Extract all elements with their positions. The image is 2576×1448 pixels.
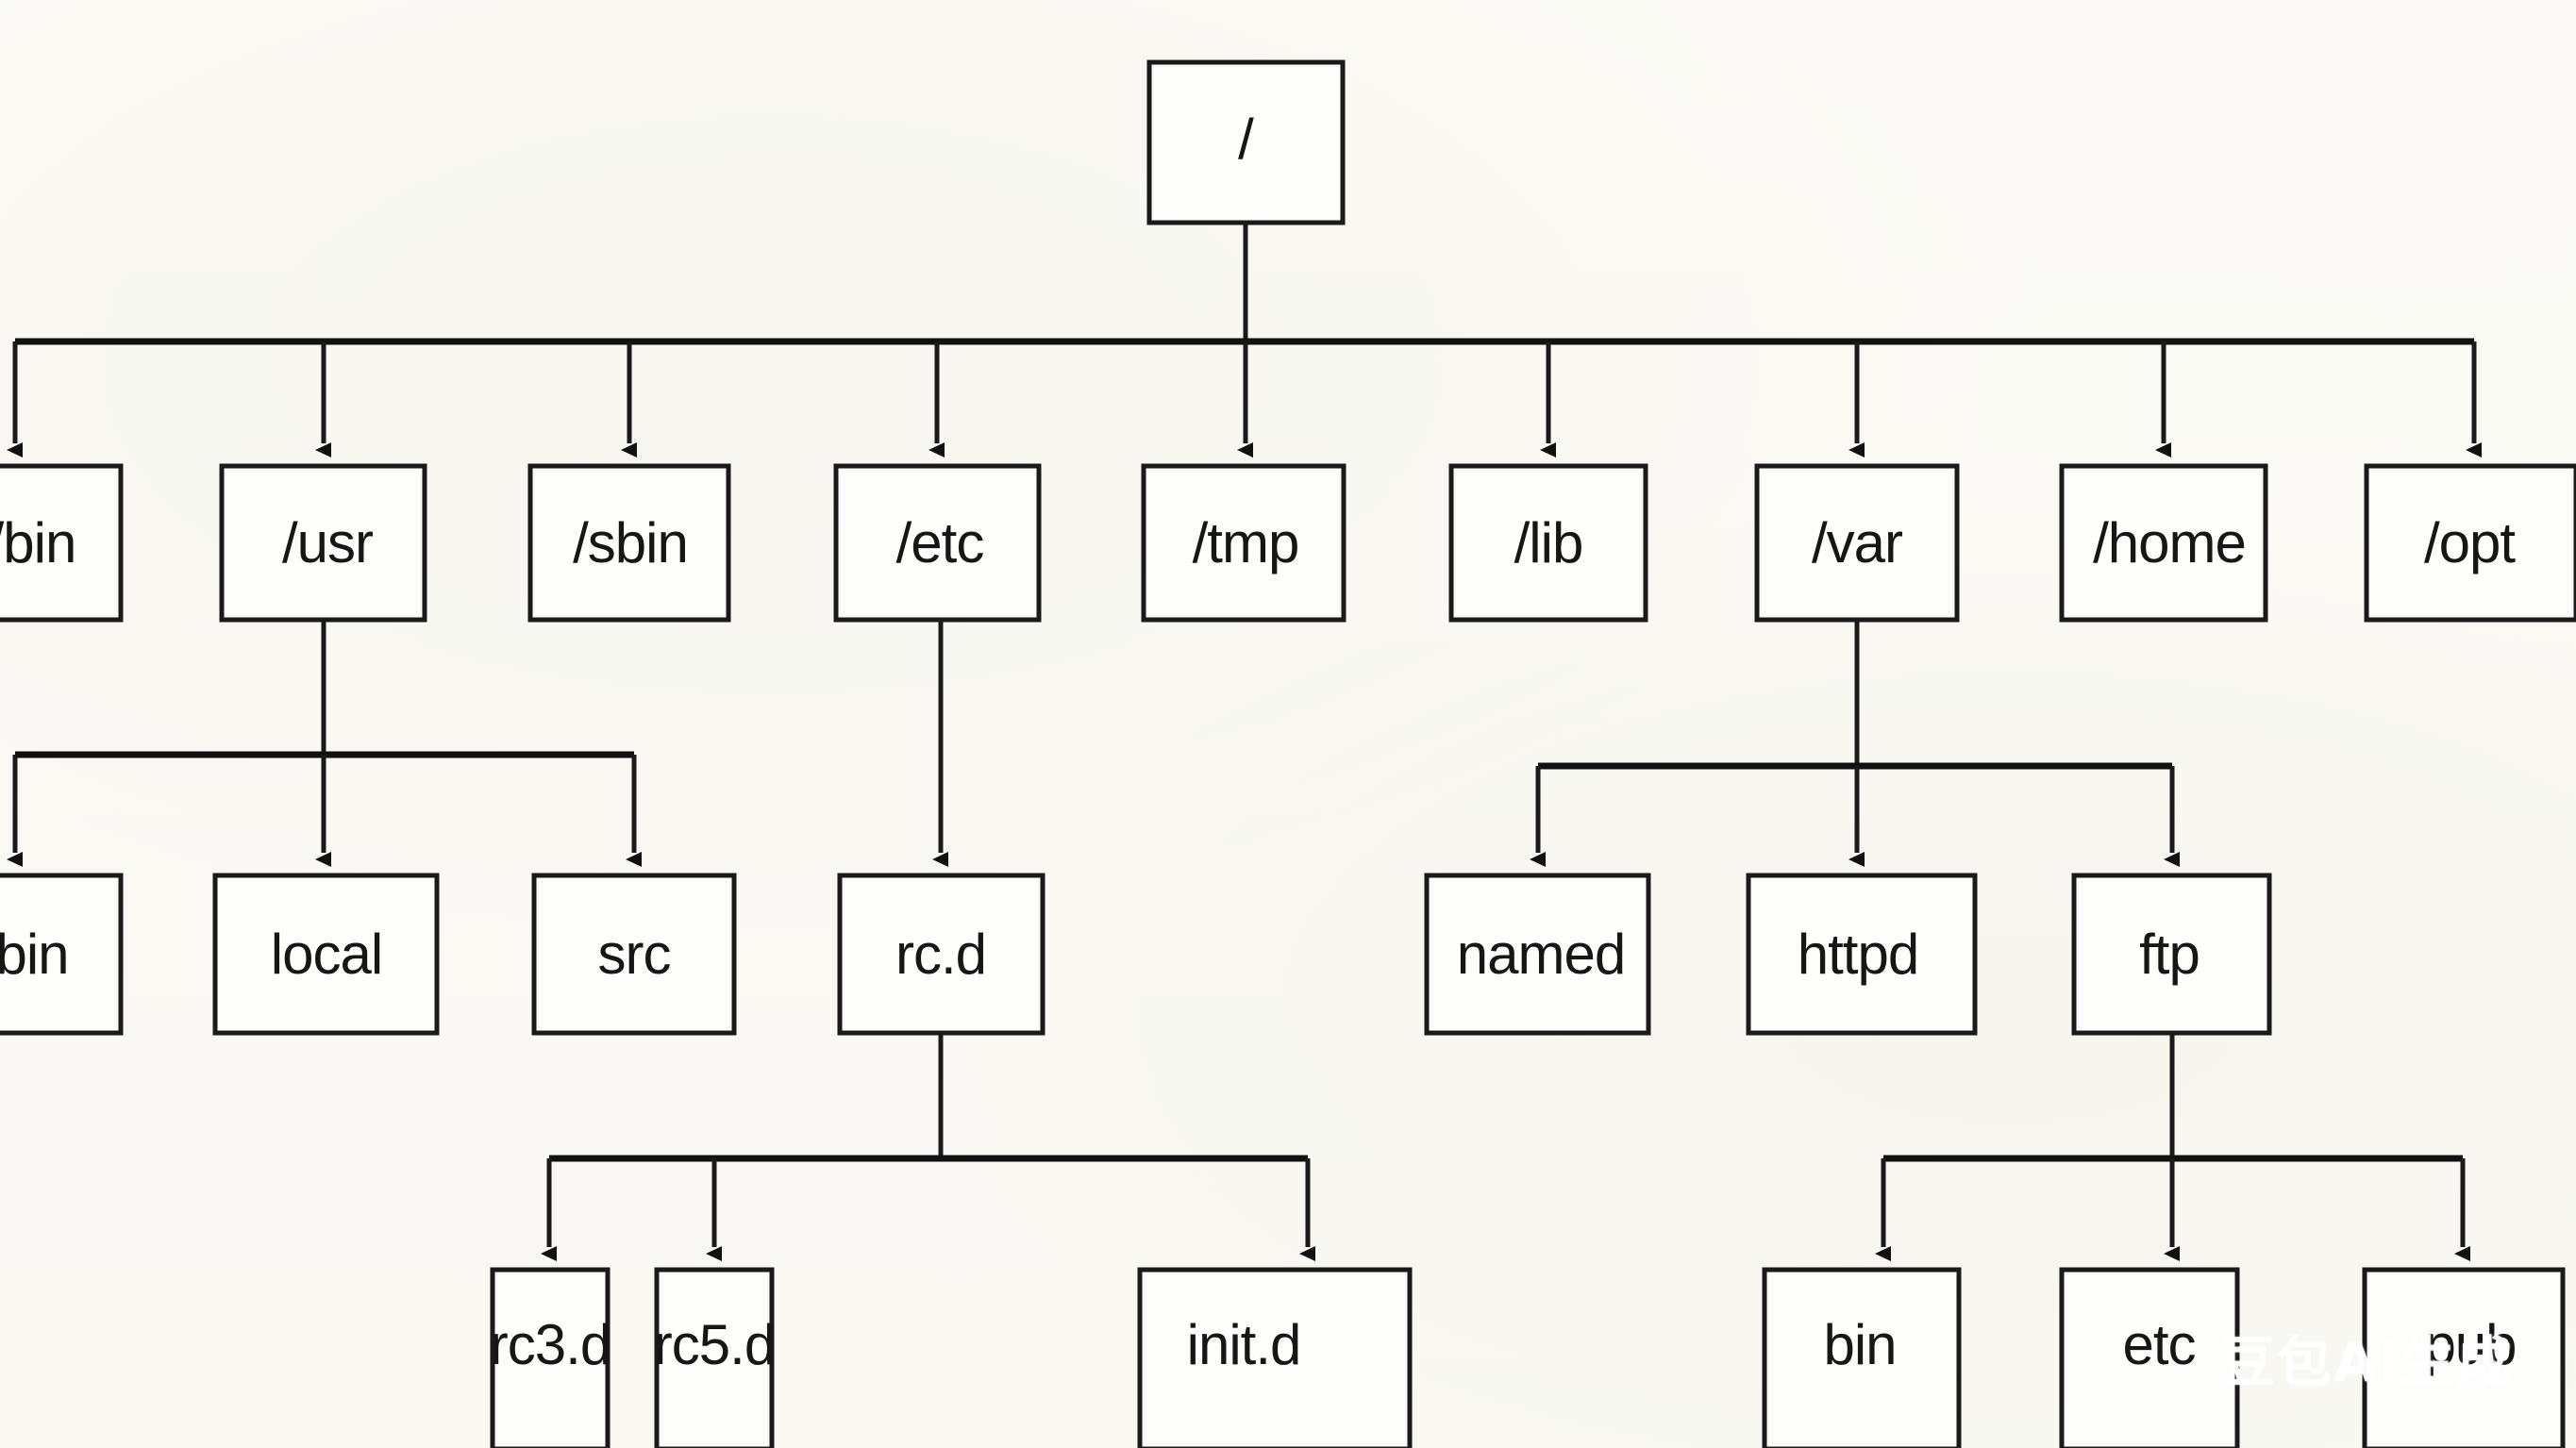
node-usr-src[interactable]: src <box>531 873 737 1036</box>
node-ftp-etc-label: etc <box>2122 1313 2195 1376</box>
node-usr-src-label: src <box>598 923 671 986</box>
node-initd[interactable]: init.d <box>1137 1267 1413 1448</box>
node-named-label: named <box>1457 923 1625 986</box>
edge-group-rcd-children <box>541 1033 1315 1261</box>
node-usr-bin-box[interactable] <box>0 873 124 1036</box>
node-sbin-box[interactable] <box>527 463 731 623</box>
node-tmp-label: /tmp <box>1193 511 1299 574</box>
node-ftp-box[interactable] <box>2071 873 2272 1036</box>
node-ftp-etc[interactable]: etc <box>2059 1267 2240 1448</box>
node-root-label: / <box>1238 108 1254 171</box>
node-lib-box[interactable] <box>1448 463 1648 623</box>
node-initd-label: init.d <box>1187 1313 1301 1376</box>
edge-group-var-children <box>1530 620 2180 867</box>
node-var-box[interactable] <box>1754 463 1960 623</box>
node-etc[interactable]: /etc <box>833 463 1042 623</box>
node-usr-box[interactable] <box>219 463 427 623</box>
node-opt-box[interactable] <box>2364 463 2576 623</box>
node-etc-label: /etc <box>896 511 984 574</box>
node-etc-box[interactable] <box>833 463 1042 623</box>
node-rcd-box[interactable] <box>837 873 1045 1036</box>
node-ftp-pub-box[interactable] <box>2362 1267 2566 1448</box>
node-usr-local-box[interactable] <box>212 873 440 1036</box>
node-httpd[interactable]: httpd <box>1746 873 1978 1036</box>
node-usr-src-box[interactable] <box>531 873 737 1036</box>
node-ftp-label: ftp <box>2139 923 2200 986</box>
node-sbin[interactable]: /sbin <box>527 463 731 623</box>
node-opt[interactable]: /opt <box>2364 463 2576 623</box>
node-home[interactable]: /home <box>2059 463 2268 623</box>
node-rc5d-box[interactable] <box>654 1267 775 1448</box>
node-sbin-label: /sbin <box>573 511 688 574</box>
node-named[interactable]: named <box>1424 873 1651 1036</box>
node-bin[interactable]: /bin <box>0 463 124 623</box>
node-rc3d-box[interactable] <box>490 1267 611 1448</box>
node-var[interactable]: /var <box>1754 463 1960 623</box>
node-usr-local[interactable]: local <box>212 873 440 1036</box>
node-ftp[interactable]: ftp <box>2071 873 2272 1036</box>
node-usr-label: /usr <box>282 511 373 574</box>
node-ftp-pub[interactable]: pub <box>2362 1267 2566 1448</box>
node-root[interactable]: / <box>1146 59 1346 225</box>
node-root-box[interactable] <box>1146 59 1346 225</box>
edge-group-usr-children <box>7 620 642 867</box>
node-initd-box[interactable] <box>1137 1267 1413 1448</box>
node-rcd[interactable]: rc.d <box>837 873 1045 1036</box>
node-rcd-label: rc.d <box>895 923 986 986</box>
node-ftp-bin-box[interactable] <box>1762 1267 1962 1448</box>
node-ftp-pub-label: pub <box>2424 1313 2516 1376</box>
node-usr-local-label: local <box>271 923 382 986</box>
node-tmp-box[interactable] <box>1141 463 1347 623</box>
node-named-box[interactable] <box>1424 873 1651 1036</box>
node-rc5d[interactable]: rc5.d <box>654 1267 776 1448</box>
node-ftp-bin[interactable]: bin <box>1762 1267 1962 1448</box>
node-rc3d-label: rc3.d <box>490 1313 611 1376</box>
node-lib[interactable]: /lib <box>1448 463 1648 623</box>
node-home-box[interactable] <box>2059 463 2268 623</box>
node-httpd-box[interactable] <box>1746 873 1978 1036</box>
node-tmp[interactable]: /tmp <box>1141 463 1347 623</box>
node-rc5d-label: rc5.d <box>654 1313 775 1376</box>
edge-group-root-to-level1 <box>7 223 2482 458</box>
node-usr-bin-label: bin <box>0 923 69 986</box>
node-rc3d[interactable]: rc3.d <box>490 1267 611 1448</box>
node-httpd-label: httpd <box>1798 923 1918 986</box>
edge-group-ftp-children <box>1875 1033 2470 1261</box>
node-home-label: /home <box>2093 511 2246 574</box>
node-opt-label: /opt <box>2424 511 2516 574</box>
node-ftp-bin-label: bin <box>1823 1313 1896 1376</box>
node-var-label: /var <box>1812 511 1902 574</box>
node-usr-bin[interactable]: bin <box>0 873 124 1036</box>
node-bin-label: /bin <box>0 511 75 574</box>
node-lib-label: /lib <box>1514 511 1583 574</box>
node-bin-box[interactable] <box>0 463 124 623</box>
node-usr[interactable]: /usr <box>219 463 427 623</box>
node-ftp-etc-box[interactable] <box>2059 1267 2240 1448</box>
